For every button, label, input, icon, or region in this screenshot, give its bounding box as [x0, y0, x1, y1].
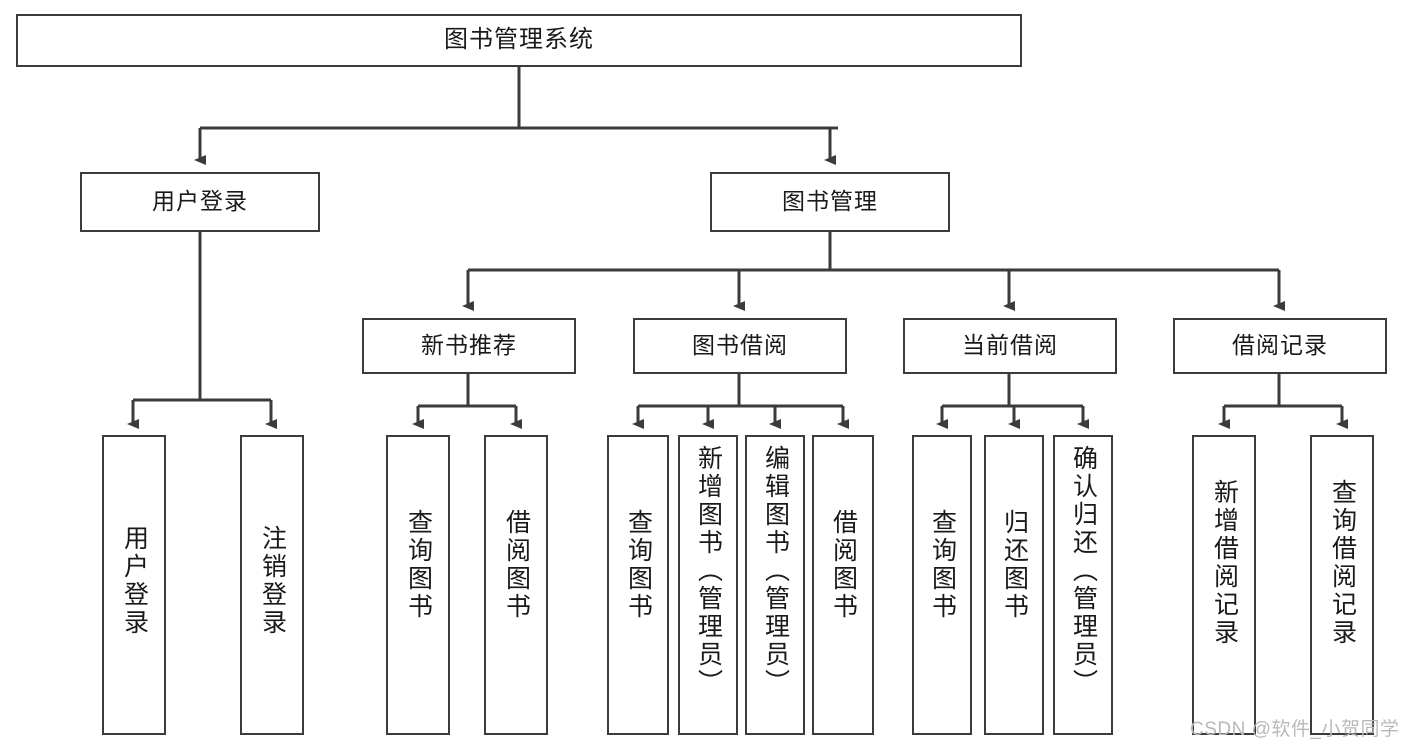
node-current-borrow-label: 当前借阅	[962, 332, 1058, 359]
node-leaf-add-record[interactable]: 新增借阅记录	[1192, 435, 1256, 735]
node-leaf-add-record-label: 新增借阅记录	[1210, 479, 1239, 647]
node-new-book-rec[interactable]: 新书推荐	[362, 318, 576, 374]
node-leaf-query-book-b[interactable]: 查询图书	[607, 435, 669, 735]
node-current-borrow[interactable]: 当前借阅	[903, 318, 1117, 374]
node-new-book-rec-label: 新书推荐	[421, 332, 517, 359]
node-leaf-query-book-b-label: 查询图书	[624, 509, 653, 621]
node-book-manage[interactable]: 图书管理	[710, 172, 950, 232]
node-leaf-borrow-book-a-label: 借阅图书	[502, 509, 531, 621]
node-borrow-record-label: 借阅记录	[1232, 332, 1328, 359]
node-leaf-return-book[interactable]: 归还图书	[984, 435, 1044, 735]
node-leaf-edit-book[interactable]: 编辑图书（管理员）	[745, 435, 805, 735]
node-user-login[interactable]: 用户登录	[80, 172, 320, 232]
node-root-label: 图书管理系统	[444, 26, 594, 54]
node-leaf-user-logout-label: 注销登录	[258, 525, 287, 637]
node-leaf-query-book-c[interactable]: 查询图书	[912, 435, 972, 735]
node-leaf-user-logout[interactable]: 注销登录	[240, 435, 304, 735]
node-leaf-confirm-return-label: 确认归还（管理员）	[1069, 445, 1098, 697]
node-leaf-query-book-c-label: 查询图书	[928, 509, 957, 621]
node-leaf-query-record[interactable]: 查询借阅记录	[1310, 435, 1374, 735]
node-user-login-label: 用户登录	[152, 188, 248, 215]
node-leaf-add-book-label: 新增图书（管理员）	[694, 445, 723, 697]
node-leaf-query-record-label: 查询借阅记录	[1328, 479, 1357, 647]
node-leaf-add-book[interactable]: 新增图书（管理员）	[678, 435, 738, 735]
node-book-borrow-label: 图书借阅	[692, 332, 788, 359]
node-leaf-query-book-a[interactable]: 查询图书	[386, 435, 450, 735]
node-leaf-return-book-label: 归还图书	[1000, 509, 1029, 621]
node-leaf-edit-book-label: 编辑图书（管理员）	[761, 445, 790, 697]
node-leaf-query-book-a-label: 查询图书	[404, 509, 433, 621]
node-book-borrow[interactable]: 图书借阅	[633, 318, 847, 374]
node-borrow-record[interactable]: 借阅记录	[1173, 318, 1387, 374]
watermark: CSDN @软件_小贺同学	[1190, 719, 1400, 740]
node-leaf-confirm-return[interactable]: 确认归还（管理员）	[1053, 435, 1113, 735]
node-leaf-borrow-book-b[interactable]: 借阅图书	[812, 435, 874, 735]
node-leaf-user-login-label: 用户登录	[120, 525, 149, 637]
node-leaf-user-login[interactable]: 用户登录	[102, 435, 166, 735]
node-leaf-borrow-book-b-label: 借阅图书	[829, 509, 858, 621]
node-leaf-borrow-book-a[interactable]: 借阅图书	[484, 435, 548, 735]
node-root[interactable]: 图书管理系统	[16, 14, 1022, 67]
node-book-manage-label: 图书管理	[782, 188, 878, 215]
